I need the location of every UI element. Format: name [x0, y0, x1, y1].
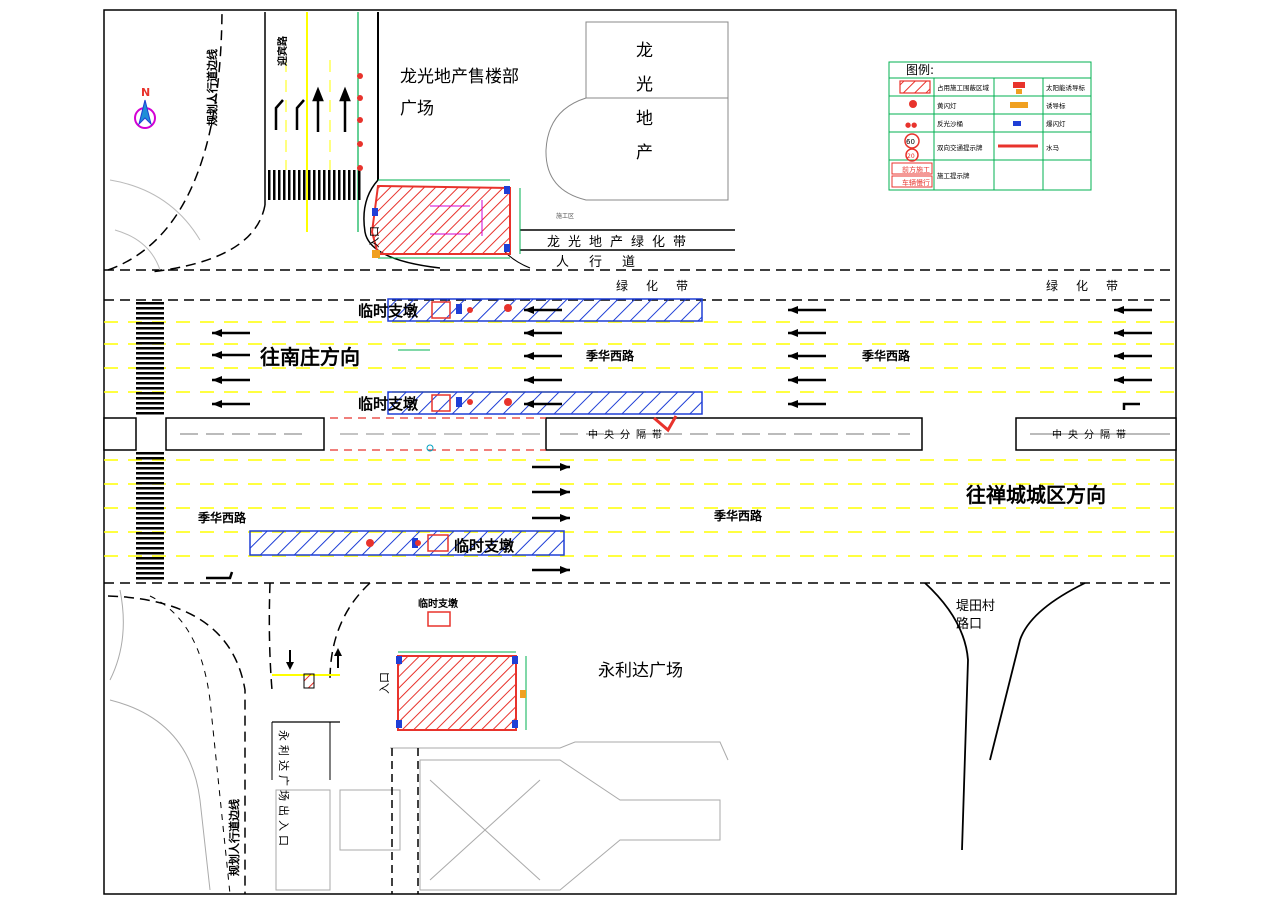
map-labels: 龙光地产售楼部 广场 龙 光 地 产 龙光地产绿化带 人行道 绿化带 绿化带 施… — [197, 41, 1136, 681]
westbound-arrow — [210, 374, 252, 386]
legend-item-label: 太阳能诱导标 — [1046, 83, 1086, 92]
road-name-2: 季华西路 — [861, 348, 911, 363]
legend-item-label: 双向交通提示牌 — [937, 143, 983, 152]
westbound-arrow — [522, 350, 564, 362]
sidewalk-label: 人行道 — [556, 255, 655, 270]
westbound-arrow — [1112, 327, 1154, 339]
main-road: /* placeholder */ — [103, 269, 1177, 584]
longguang-building — [545, 21, 729, 201]
legend-item-label: 反光沙桶 — [937, 119, 963, 128]
eastbound-arrow — [530, 461, 572, 473]
westbound-arrow — [210, 398, 252, 410]
westbound-arrow — [786, 374, 828, 386]
westbound-arrow — [786, 327, 828, 339]
north-warning-lights — [357, 73, 363, 171]
zebra-crossing-north — [268, 170, 361, 200]
construction-zone-south — [396, 651, 527, 731]
westbound-arrow — [522, 327, 564, 339]
vertical-labels: 规划人行道边线 迎宾路 规划人行道边线 入口 入口 永利达广场出入口 — [205, 35, 391, 876]
longguang-bldg-char-3: 地 — [636, 109, 653, 129]
median-warning-mark — [653, 415, 678, 433]
north-letter: N — [141, 86, 150, 99]
planned-edge-bottom: 规划人行道边线 — [227, 799, 241, 876]
westbound-arrow — [786, 304, 828, 316]
longguang-bldg-char-1: 龙 — [636, 41, 653, 61]
turn-arrows — [206, 402, 1140, 580]
north-road — [107, 11, 379, 273]
westbound-arrow — [786, 350, 828, 362]
longguang-plaza-label: 龙光地产售楼部 — [400, 67, 519, 87]
median-left-stub — [103, 417, 137, 451]
longguang-bldg-char-4: 产 — [636, 143, 653, 163]
median-label-2: 中央分隔带 — [1052, 428, 1132, 441]
legend-work-sign-2: 车辆慢行 — [902, 178, 930, 187]
road-name-3: 季华西路 — [197, 510, 247, 525]
greenbelt-label-1: 绿化带 — [616, 278, 706, 293]
legend-title: 图例: — [906, 63, 934, 77]
eastbound-arrow — [530, 486, 572, 498]
zebra-crossing-west: /* placeholder */ — [136, 302, 164, 580]
construction-zone-northeast — [370, 179, 521, 259]
longguang-bldg-char-2: 光 — [636, 75, 653, 95]
northwest-details — [109, 179, 201, 271]
westbound-arrow — [1112, 374, 1154, 386]
westbound-arrow — [210, 327, 252, 339]
temp-pier-label-4: 临时支墩 — [418, 597, 459, 610]
westbound-arrow — [1112, 304, 1154, 316]
north-lane-arrows — [274, 86, 351, 132]
legend-item-label: 水马 — [1046, 143, 1059, 152]
westbound-arrow — [786, 398, 828, 410]
greenbelt-label-2: 绿化带 — [1046, 278, 1136, 293]
eastbound-arrow — [530, 564, 572, 576]
longguang-greenbelt-label: 龙光地产绿化带 — [547, 235, 694, 250]
yonglida-gate-label: 永利达广场出入口 — [277, 730, 291, 850]
road-name-4: 季华西路 — [713, 508, 763, 523]
yonglida-plaza-label: 永利达广场 — [598, 661, 683, 681]
direction-chancheng: 往禅城城区方向 — [966, 483, 1106, 507]
small-tag: 施工区 — [556, 212, 574, 220]
svg-text:●●: ●● — [905, 121, 917, 129]
legend-item-label: 施工提示牌 — [937, 171, 970, 180]
removed-median — [330, 417, 546, 451]
south-road — [107, 582, 371, 895]
legend-work-sign-1: 前方施工 — [902, 165, 930, 174]
road-name-1: 季华西路 — [585, 348, 635, 363]
median-label-1: 中央分隔带 — [588, 428, 668, 441]
longguang-plaza-label-2: 广场 — [400, 99, 434, 119]
north-compass-icon: N — [134, 86, 156, 129]
temp-pier-label-1: 临时支墩 — [358, 302, 419, 320]
legend-item-label: 占用施工围蔽区域 — [937, 83, 990, 92]
legend: 图例: ●● 60 20 前方施工 车辆慢行 占用施工围蔽区域 太阳能诱导标黄闪灯… — [888, 61, 1092, 191]
direction-nanzhuang: 往南庄方向 — [260, 345, 360, 369]
legend-item-label: 爆闪灯 — [1046, 119, 1066, 128]
eastbound-arrows — [530, 461, 572, 576]
temp-pier-band-3 — [249, 530, 565, 556]
planned-edge-top: 规划人行道边线 — [205, 49, 219, 126]
legend-item-label: 诱导标 — [1046, 101, 1066, 110]
westbound-arrow — [1112, 350, 1154, 362]
legend-item-label: 黄闪灯 — [937, 101, 957, 110]
temp-pier-label-2: 临时支墩 — [358, 395, 419, 413]
westbound-arrow — [210, 349, 252, 361]
temp-pier-4-box — [427, 611, 451, 627]
ditian-village-road — [924, 582, 1086, 851]
south-buildings — [109, 589, 729, 891]
westbound-arrow — [522, 374, 564, 386]
eastbound-arrow — [530, 512, 572, 524]
temp-pier-label-3: 临时支墩 — [454, 537, 515, 555]
lane-lines — [104, 321, 1176, 557]
legend-speed-1: 60 — [906, 138, 915, 146]
street-name-north: 迎宾路 — [276, 35, 289, 66]
northeast-property — [363, 179, 735, 269]
entrance-bottom: 入口 — [378, 672, 391, 694]
entrance-top: 入口 — [368, 226, 381, 248]
legend-speed-2: 20 — [907, 153, 915, 160]
drawing-frame — [103, 9, 1177, 895]
ditian-label-1: 堤田村 — [956, 599, 995, 614]
ditian-label-2: 路口 — [956, 616, 982, 632]
